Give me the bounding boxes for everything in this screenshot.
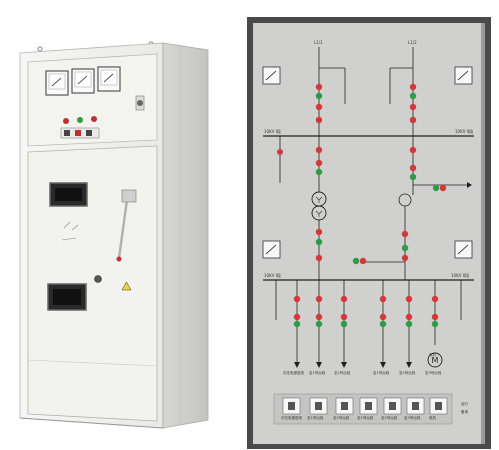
incoming-line-label-right: L1/2	[408, 40, 417, 45]
incoming-line-label-left: L1/1	[314, 40, 323, 45]
feeder-label-5: 至2号出线	[399, 371, 416, 375]
button-label-2: 至1号出线	[307, 416, 324, 420]
svg-text:M: M	[432, 356, 439, 365]
button-label-7: 电机	[429, 416, 436, 420]
feeder-label-1: 中压电源进线	[283, 371, 304, 375]
button-label-6: 至3号出线	[404, 416, 421, 420]
button-label-5: 至2号出线	[381, 416, 398, 420]
status-label-run: 运行	[461, 402, 468, 406]
button-label-4: 至1号出线	[357, 416, 374, 420]
feeder-label-2: 至1号出线	[309, 371, 326, 375]
feeder-label-4: 至1号出线	[373, 371, 390, 375]
top-bus-label-right: 10KV II段	[455, 129, 474, 134]
feeder-label-7: 电机	[429, 353, 436, 357]
mid-bus-label-left: 10KV I段	[264, 273, 281, 278]
button-label-1: 中压电源进线	[281, 416, 302, 420]
feeder-label-3: 至2号出线	[334, 371, 351, 375]
button-label-3: 至2号出线	[333, 416, 350, 420]
mid-bus-label-right: 10KV II段	[451, 273, 470, 278]
feeder-label-6: 至3号出线	[425, 371, 442, 375]
top-bus-label-left: 10KV I段	[264, 129, 281, 134]
status-label-standby: 备用	[461, 410, 468, 414]
